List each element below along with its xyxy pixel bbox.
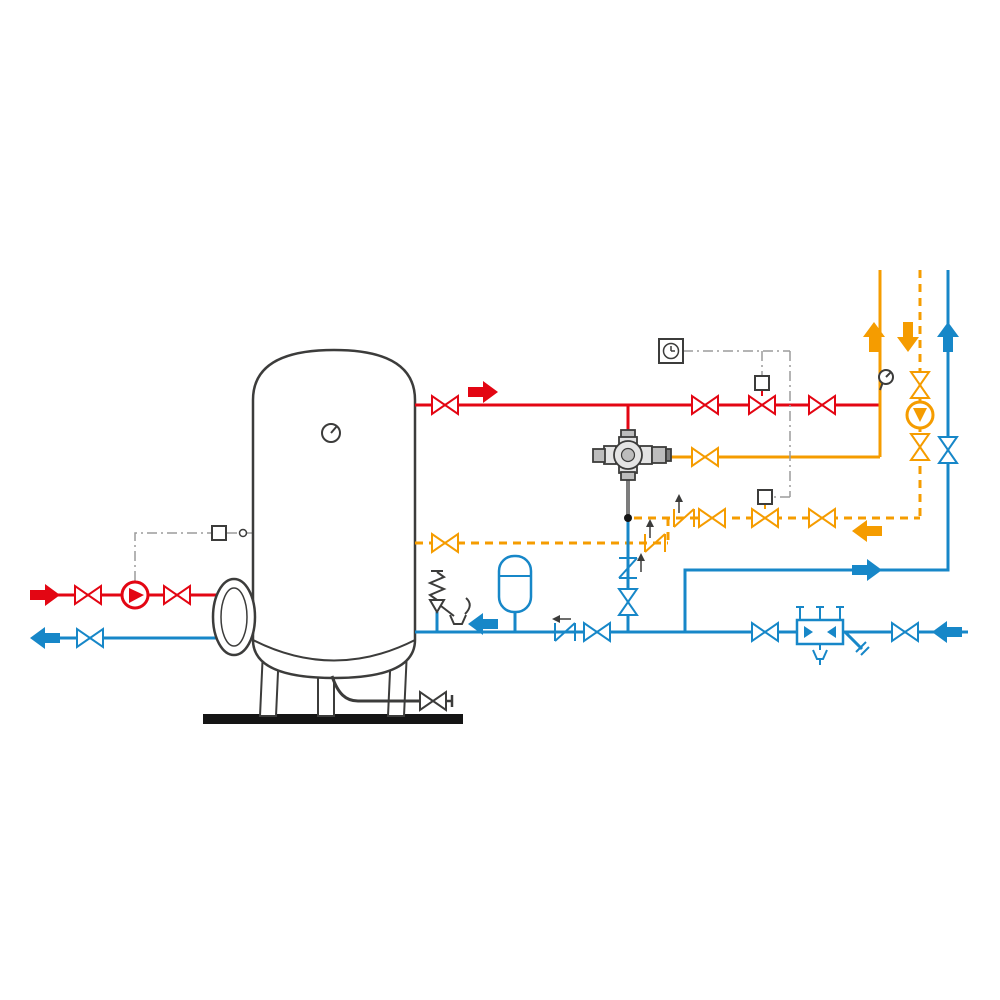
drain-pipe <box>330 675 420 703</box>
discharge-funnel-icon <box>812 644 828 665</box>
discharge-line <box>440 605 455 617</box>
actuated-valve-icon <box>751 489 779 529</box>
hot-flow-arrow <box>468 381 498 403</box>
valve-icon <box>909 371 931 399</box>
valve-icon <box>909 433 931 461</box>
mixer-right-union <box>651 446 667 464</box>
valve-icon <box>617 588 639 616</box>
mini-arrow-head <box>637 553 645 561</box>
tank-shell <box>251 348 417 680</box>
mini-arrow-head <box>675 494 683 502</box>
safety-valve-spring <box>427 570 447 601</box>
flow-direction-markers <box>552 494 683 623</box>
thermometer-needle <box>330 425 338 434</box>
timer-control <box>658 338 791 498</box>
drain-cap <box>446 695 454 707</box>
actuated-valve-icon <box>748 375 776 416</box>
storage-tank <box>203 348 463 724</box>
clock-hands <box>670 346 675 352</box>
check-valve-icon <box>554 622 576 642</box>
backflow-check-icon <box>827 626 836 638</box>
recirculation-down-arrow <box>897 322 919 352</box>
boiler-return-arrow <box>30 627 60 649</box>
valve-icon <box>431 394 459 416</box>
cold-water-line <box>415 270 968 665</box>
thermostatic-mixing-valve <box>592 429 672 518</box>
boiler-flow-arrow <box>30 584 60 606</box>
valve-icon <box>691 446 719 468</box>
gauge-needle <box>885 371 892 378</box>
valve-icon <box>431 532 459 554</box>
boiler-flow-line <box>30 580 224 610</box>
tundish-icon <box>449 614 467 625</box>
expansion-vessel-icon <box>497 554 533 614</box>
valve-icon <box>808 394 836 416</box>
drain-assembly <box>330 675 454 712</box>
backflow-check-icon <box>804 626 813 638</box>
pipe-hot-supply <box>415 403 880 432</box>
valve-actuator-box <box>757 489 773 505</box>
strainer-icon <box>843 630 864 651</box>
check-valve-icon <box>618 557 638 579</box>
cold-to-tank-arrow <box>468 613 498 635</box>
pipe-cold-riser <box>683 270 950 632</box>
valve-icon <box>163 584 191 606</box>
cold-inlet-arrow <box>932 621 962 643</box>
pipe-junction-dot <box>624 514 632 522</box>
discharge-curve <box>464 597 471 615</box>
sensor-probe-icon <box>238 528 248 538</box>
valve-icon <box>691 394 719 416</box>
recirculation-return-arrow <box>852 520 882 542</box>
check-valve-icon <box>673 508 695 528</box>
valve-icon <box>891 621 919 643</box>
valve-icon <box>583 621 611 643</box>
control-wire <box>134 532 252 581</box>
cold-riser-arrow <box>937 322 959 352</box>
pump-impeller-icon <box>129 588 144 603</box>
valve-icon <box>751 621 779 643</box>
mixed-supply-line <box>668 270 885 468</box>
temperature-gauge <box>878 369 894 391</box>
hot-supply-line <box>415 375 880 432</box>
mixer-cap <box>620 447 636 463</box>
mixed-supply-arrow <box>863 322 885 352</box>
recirculation-line <box>415 270 935 554</box>
tank-base-plate <box>203 714 463 724</box>
pump-impeller-icon <box>913 408 927 422</box>
valve-icon <box>937 436 959 464</box>
pump-control-line <box>134 525 252 581</box>
check-valve-icon <box>644 533 666 553</box>
mixer-bottom-nut <box>620 471 636 481</box>
cold-feed-arrow <box>852 559 882 581</box>
coil-flange-inner <box>220 587 248 647</box>
tank-dished-bottom-seam <box>252 639 416 662</box>
aquastat-sensor-box <box>211 525 227 541</box>
valve-icon <box>698 507 726 529</box>
safety-relief-group <box>427 570 471 625</box>
pipe-stubs <box>435 612 517 632</box>
boiler-return-line <box>30 627 224 649</box>
strainer-hatch <box>855 641 870 656</box>
mini-arrow-head <box>552 615 560 623</box>
valve-icon <box>74 584 102 606</box>
valve-actuator-box <box>754 375 770 391</box>
backflow-preventer-icon <box>795 618 845 646</box>
mixer-right-end <box>665 448 672 462</box>
valve-icon <box>76 627 104 649</box>
valve-icon <box>808 507 836 529</box>
mini-arrow-head <box>646 519 654 527</box>
mixer-knob <box>592 448 606 463</box>
test-cocks-icon <box>796 606 844 620</box>
